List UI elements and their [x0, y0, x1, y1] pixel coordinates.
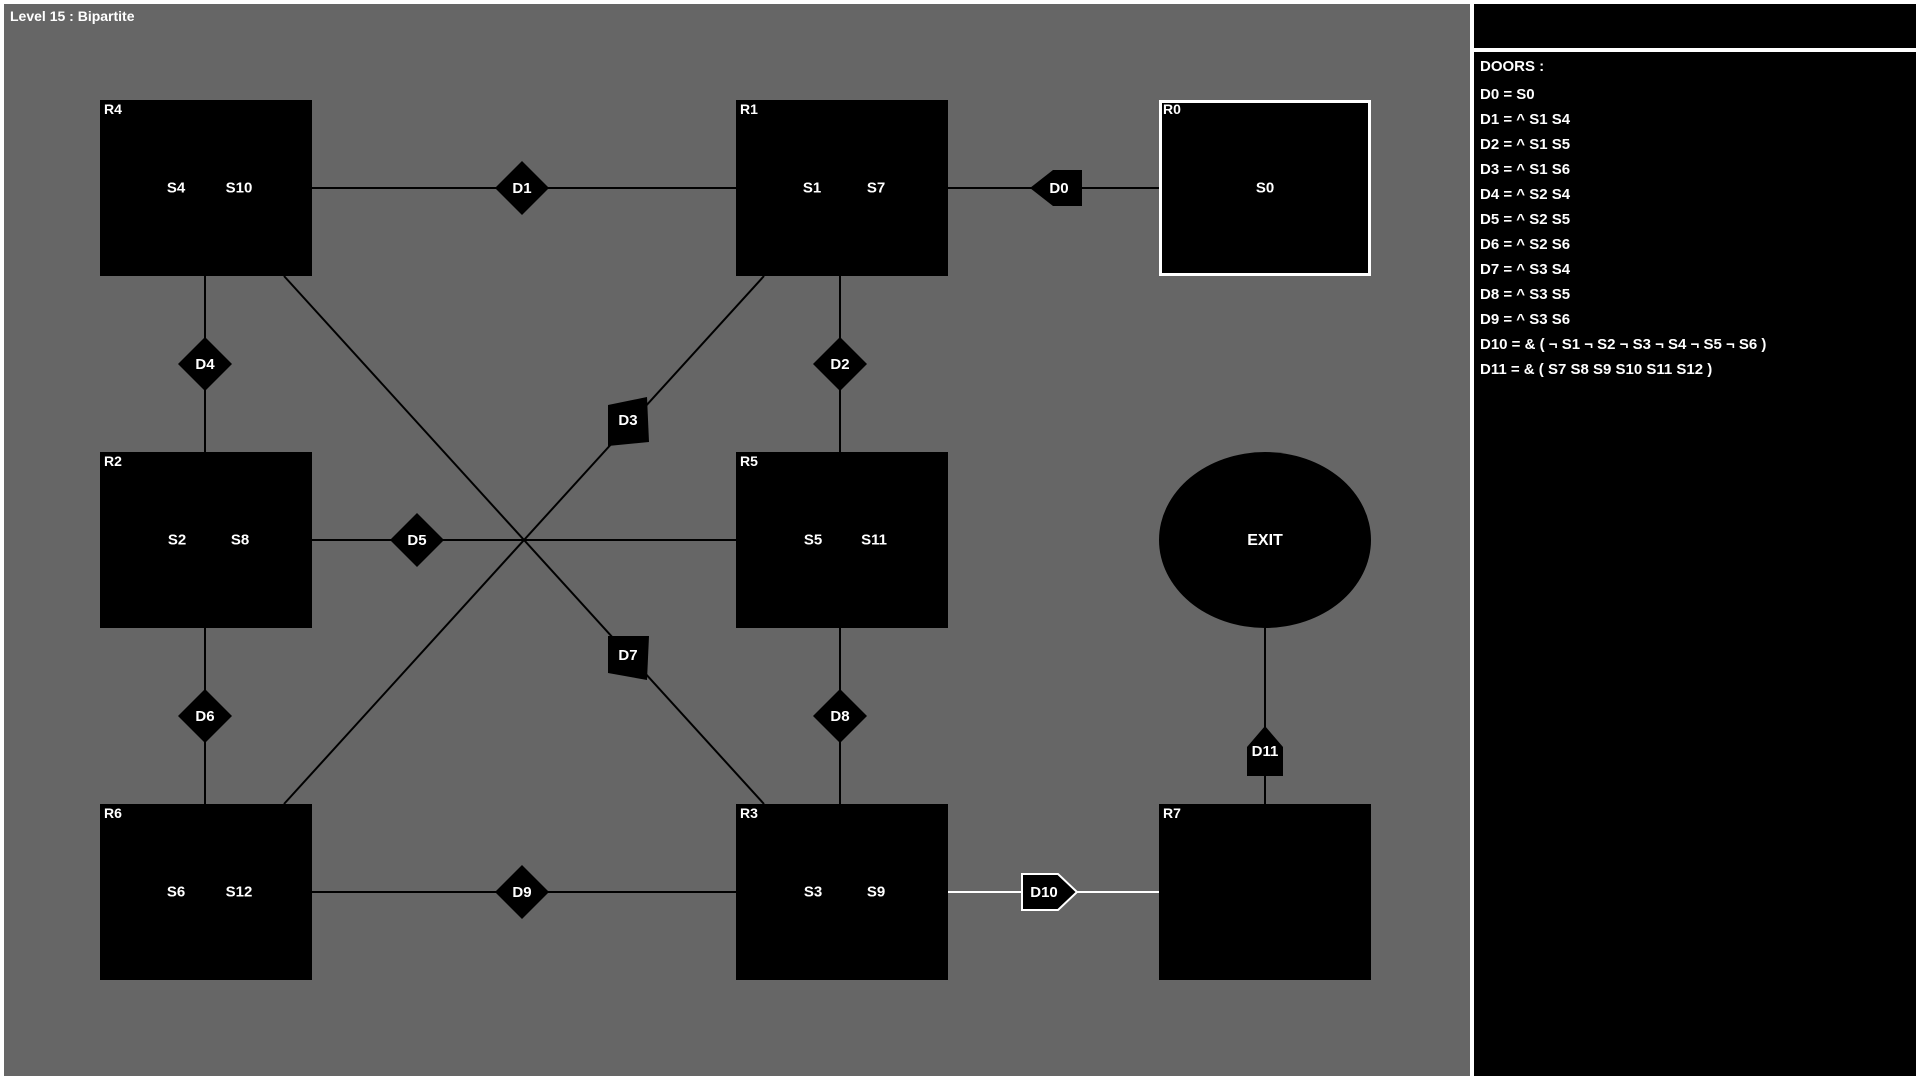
svg-text:D5: D5	[407, 532, 426, 549]
room-r4[interactable]: R4 S4 S10	[100, 100, 312, 276]
switch-s5[interactable]: S5	[803, 531, 823, 549]
door-d11: D11	[1247, 726, 1283, 776]
door-rule: D11 = & ( S7 S8 S9 S10 S11 S12 )	[1480, 361, 1713, 378]
switch-s6[interactable]: S6	[166, 883, 186, 901]
switch-s4[interactable]: S4	[166, 179, 186, 197]
door-d10: D10	[1021, 873, 1079, 911]
door-rule: D3 = ^ S1 S6	[1480, 161, 1571, 178]
room-label: R2	[104, 453, 122, 469]
room-r2[interactable]: R2 S2 S8	[100, 452, 312, 628]
room-r6[interactable]: R6 S6 S12	[100, 804, 312, 980]
svg-text:D8: D8	[830, 708, 849, 725]
exit-node[interactable]	[1159, 452, 1371, 628]
switch-s0[interactable]: S0	[1255, 179, 1275, 197]
door-rule: D10 = & ( ¬ S1 ¬ S2 ¬ S3 ¬ S4 ¬ S5 ¬ S6 …	[1480, 336, 1767, 353]
svg-text:D0: D0	[1049, 180, 1068, 197]
game-board: Level 15 : Bipartite D1 D4	[4, 4, 1470, 1076]
door-rule: D2 = ^ S1 S5	[1480, 136, 1571, 153]
door-rule: D7 = ^ S3 S4	[1480, 261, 1571, 278]
switch-s3[interactable]: S3	[803, 883, 823, 901]
door-d0: D0	[1030, 170, 1082, 206]
exit-label: EXIT	[1247, 532, 1283, 549]
switch-s9[interactable]: S9	[866, 883, 886, 901]
svg-text:D6: D6	[195, 708, 214, 725]
switch-s12[interactable]: S12	[225, 883, 253, 901]
svg-text:D11: D11	[1252, 743, 1279, 760]
svg-text:D3: D3	[618, 412, 637, 429]
door-d4: D4	[178, 337, 232, 391]
door-d6: D6	[178, 689, 232, 743]
door-rule: D4 = ^ S2 S4	[1480, 186, 1571, 203]
door-rule: D1 = ^ S1 S4	[1480, 111, 1571, 128]
room-label: R3	[740, 805, 758, 821]
door-rule: D8 = ^ S3 S5	[1480, 286, 1571, 303]
doors-panel: DOORS : D0 = S0 D1 = ^ S1 S4 D2 = ^ S1 S…	[1474, 52, 1916, 1076]
door-rules-list: D0 = S0 D1 = ^ S1 S4 D2 = ^ S1 S5 D3 = ^…	[1480, 82, 1766, 382]
switch-s1[interactable]: S1	[802, 179, 822, 197]
room-label: R6	[104, 805, 122, 821]
door-rule: D9 = ^ S3 S6	[1480, 311, 1571, 328]
door-d3: D3	[608, 397, 649, 446]
switch-s2[interactable]: S2	[167, 531, 187, 549]
door-d2: D2	[813, 337, 867, 391]
doors-heading: DOORS :	[1480, 58, 1545, 75]
svg-text:D10: D10	[1030, 884, 1058, 901]
door-d8: D8	[813, 689, 867, 743]
level-title: Level 15 : Bipartite	[10, 8, 135, 24]
svg-text:D2: D2	[830, 356, 849, 373]
switch-s8[interactable]: S8	[230, 531, 250, 549]
room-r3[interactable]: R3 S3 S9	[736, 804, 948, 980]
svg-text:D4: D4	[195, 356, 215, 373]
corridor-r1-r6	[283, 275, 765, 805]
door-rule: D0 = S0	[1480, 86, 1535, 103]
door-d7: D7	[608, 636, 649, 680]
door-rule: D6 = ^ S2 S6	[1480, 236, 1571, 253]
room-r1[interactable]: R1 S1 S7	[736, 100, 948, 276]
room-r5[interactable]: R5 S5 S11	[736, 452, 948, 628]
panel-header	[1474, 4, 1916, 48]
room-label: R1	[740, 101, 758, 117]
switch-s7[interactable]: S7	[866, 179, 886, 197]
door-rule: D5 = ^ S2 S5	[1480, 211, 1571, 228]
room-label: R0	[1163, 101, 1181, 117]
map-connections: D1 D4 D2 D5 D6 D8 D9 D0	[178, 161, 1371, 919]
door-d5: D5	[390, 513, 444, 567]
svg-text:D1: D1	[512, 180, 531, 197]
switch-s10[interactable]: S10	[225, 179, 253, 197]
svg-text:D7: D7	[618, 647, 637, 664]
room-r0[interactable]: R0 S0	[1159, 100, 1371, 276]
svg-text:D9: D9	[512, 884, 531, 901]
room-label: R7	[1163, 805, 1181, 821]
room-r7[interactable]: R7	[1159, 804, 1371, 980]
switch-s11[interactable]: S11	[861, 531, 887, 549]
room-label: R4	[104, 101, 122, 117]
door-d1: D1	[495, 161, 549, 215]
door-d9: D9	[495, 865, 549, 919]
room-label: R5	[740, 453, 758, 469]
